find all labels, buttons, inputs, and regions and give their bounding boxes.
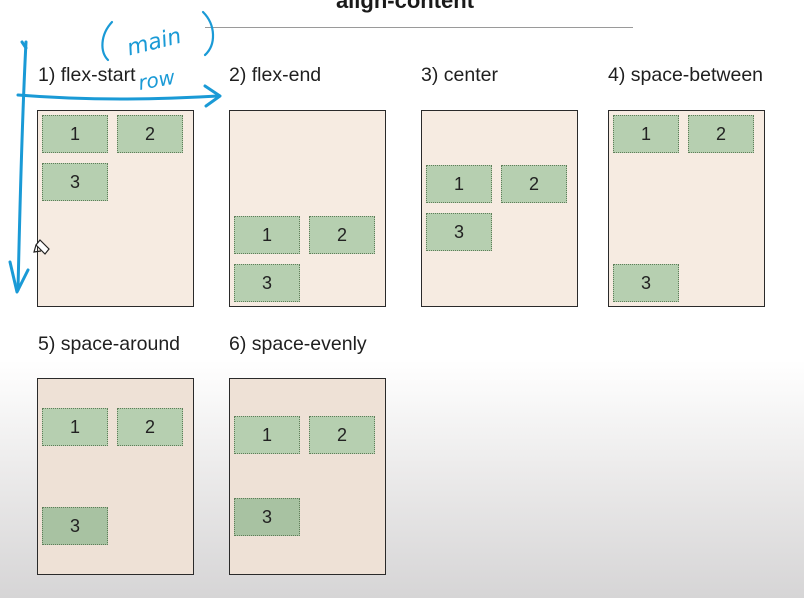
flex-item-1: 1 (613, 115, 679, 153)
flex-item-2: 2 (309, 416, 375, 454)
flex-item-3: 3 (234, 498, 300, 536)
panel-label-space-between: 4) space-between (608, 64, 764, 86)
flex-item-3: 3 (42, 507, 108, 545)
flex-item-1: 1 (426, 165, 492, 203)
flex-container-flex-end: 1 2 3 (229, 110, 386, 307)
flex-item-3: 3 (42, 163, 108, 201)
flex-container-center: 1 2 3 (421, 110, 578, 307)
panel-label-flex-end: 2) flex-end (229, 64, 322, 86)
panel-label-flex-start: 1) flex-start (38, 64, 136, 86)
flex-item-2: 2 (117, 115, 183, 153)
flex-container-flex-start: 1 2 3 (37, 110, 194, 307)
flex-item-2: 2 (117, 408, 183, 446)
main-axis-arrow (16, 93, 220, 101)
page-title: align-content (335, 0, 475, 13)
title-underline (205, 27, 633, 28)
annotation-text-main: main (125, 24, 184, 62)
panel-label-space-evenly: 6) space-evenly (229, 333, 367, 355)
annotation-text-row: row (136, 65, 177, 95)
cross-axis-arrow (16, 40, 28, 292)
flex-item-1: 1 (234, 216, 300, 254)
main-axis-arrowhead (203, 84, 222, 108)
flex-item-3: 3 (426, 213, 492, 251)
flex-item-1: 1 (234, 416, 300, 454)
flex-item-1: 1 (42, 408, 108, 446)
cross-axis-arrowhead (8, 260, 30, 294)
flex-container-space-between: 1 2 3 (608, 110, 765, 307)
flex-item-2: 2 (309, 216, 375, 254)
flex-container-space-evenly: 1 2 3 (229, 378, 386, 575)
panel-label-center: 3) center (421, 64, 498, 86)
flex-item-3: 3 (613, 264, 679, 302)
flex-item-3: 3 (234, 264, 300, 302)
flex-item-2: 2 (501, 165, 567, 203)
panel-label-space-around: 5) space-around (38, 333, 181, 355)
flex-item-1: 1 (42, 115, 108, 153)
flex-item-2: 2 (688, 115, 754, 153)
flex-container-space-around: 1 2 3 (37, 378, 194, 575)
